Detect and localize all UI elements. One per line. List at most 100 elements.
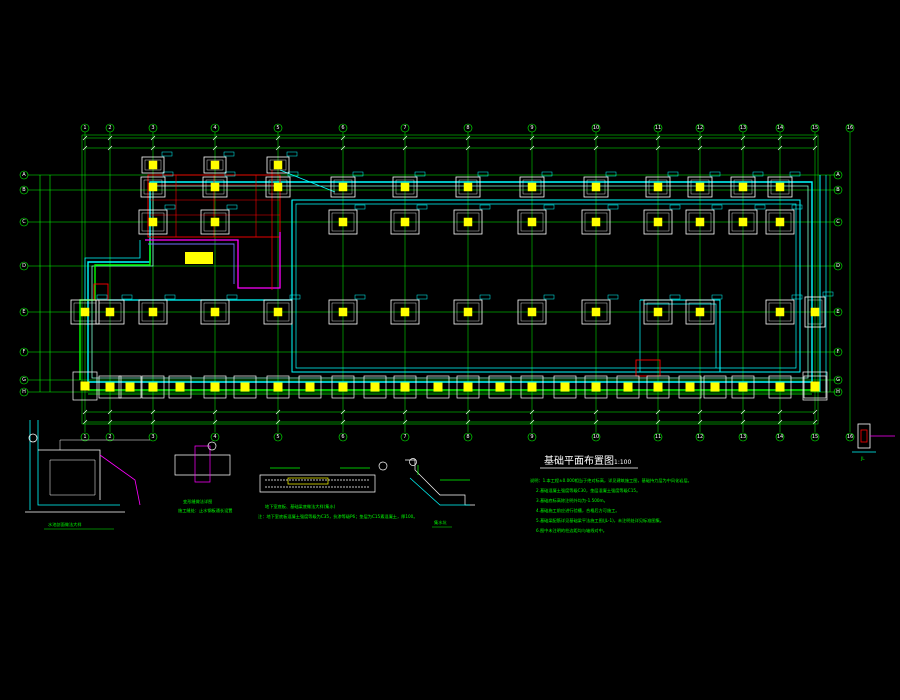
dimension-tick [275,135,281,141]
footing-step [807,299,823,325]
dimension-tick [593,409,599,415]
axis-label-column: 2 [108,125,111,131]
footing [200,299,230,325]
footing [72,371,98,401]
axis-label-row: B [22,187,26,193]
column [653,307,663,317]
axis-label-column: 14 [777,125,783,131]
footing-step [141,302,165,322]
dimension-tick [212,135,218,141]
dimension-tick [529,135,535,141]
column [148,307,158,317]
dimension-tick [697,409,703,415]
footing-tag [605,171,617,177]
column [775,307,785,317]
axis-bubble [695,123,705,133]
axis-bubble [400,432,410,442]
column [653,217,663,227]
axis-label-column: 8 [466,125,469,131]
footing-tag [162,171,174,177]
note-line: 3.基础底标高除注明外均为-1.500m。 [536,497,608,504]
axis-label-row: D [22,263,26,269]
axis-bubble [527,432,537,442]
axis-bubble [833,347,843,357]
axis-label-column: 16 [847,434,853,440]
dimension-tick [107,419,113,425]
axis-bubble [591,123,601,133]
footing [203,156,227,174]
axis-label-row: D [836,263,840,269]
footing [200,209,230,235]
footing-tag [477,171,489,177]
dimension-tick [777,409,783,415]
footing-step [458,179,478,195]
dimension-tick [740,145,746,151]
footing-step [768,212,792,232]
column [105,307,115,317]
footing-step [646,212,670,232]
dimension-tick [465,135,471,141]
beam-detail [259,461,388,493]
footing [520,375,544,399]
axis-bubble [210,123,220,133]
footing-step [584,212,608,232]
dimension-tick [82,145,88,151]
dimension-tick [212,409,218,415]
footing-tag [607,294,619,300]
footing-step [395,179,415,195]
dimension-tick [150,145,156,151]
footing-step [770,179,790,195]
axis-label-row: A [836,172,840,178]
dimension-tick [212,419,218,425]
axis-label-column: 5 [276,125,279,131]
footing-step [733,179,753,195]
axis-bubble [148,432,158,442]
footing [728,209,758,235]
column [591,382,601,392]
footing-step [98,302,122,322]
footing-step [520,212,544,232]
dimension-tick [82,135,88,141]
dimension-tick [82,419,88,425]
footing-tag [164,294,176,300]
dimension-tick [340,409,346,415]
joint-detail [174,441,231,483]
footing-step [648,179,668,195]
footing-tag [543,204,555,210]
strip-footings [72,371,828,401]
axis-label-column: 9 [530,434,533,440]
column [305,382,315,392]
footing-tag [543,294,555,300]
column [370,382,380,392]
footing-tag [96,294,108,300]
beam-detail-note: 注：地下室底板混凝土强度等级为C35，抗渗等级P6；垫层为C15素混凝土，厚10… [258,513,418,520]
dimension-tick [107,409,113,415]
column [810,381,820,391]
dimension-tick [465,419,471,425]
left-pit-beam-2 [84,240,141,300]
axis-label-column: 7 [403,125,406,131]
footing [328,299,358,325]
column [80,307,90,317]
axis-label-row: G [22,377,26,383]
footing [616,375,640,399]
footing-step [141,212,165,232]
footing-tag [286,151,298,157]
axis-label-column: 3 [151,125,154,131]
axis-bubble [775,432,785,442]
dimension-tick [275,419,281,425]
left-pit-beam [79,240,151,380]
dimension-tick [593,135,599,141]
footing-step [266,302,290,322]
axis-bubble [19,170,29,180]
axis-label-row: H [836,389,840,395]
footing-step [393,302,417,322]
footing [392,176,418,198]
axis-label-column: 16 [847,125,853,131]
dimension-tick [275,409,281,415]
isolated-footings [70,151,834,328]
footing [328,209,358,235]
column [463,217,473,227]
axis-bubble [148,123,158,133]
